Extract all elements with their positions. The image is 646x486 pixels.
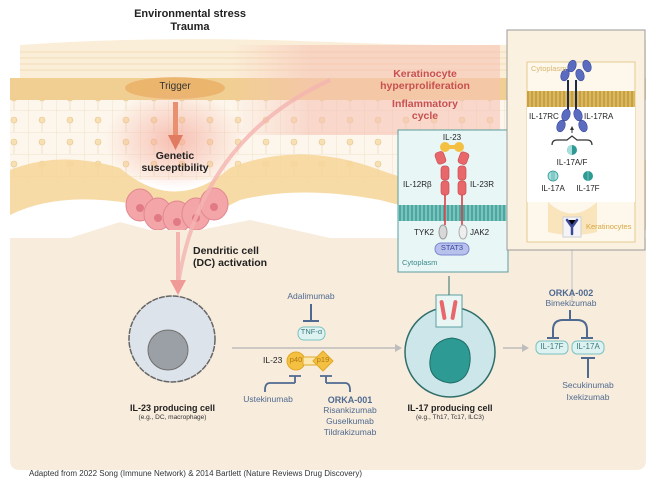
tyk2-label: TYK2 (414, 228, 435, 237)
kerat-line1: Keratinocyte (393, 68, 457, 80)
keratinocytes-label: Keratinocytes (586, 222, 632, 231)
dc-line1: Dendritic cell (193, 245, 259, 257)
il23-label: IL-23 (263, 355, 283, 365)
guselkumab-label: Guselkumab (326, 416, 374, 426)
inflam-line1: Inflammatory (392, 98, 458, 110)
il17ra-label: IL-17RA (584, 112, 614, 121)
kerat-line2: hyperproliferation (380, 80, 470, 93)
keratinocyte-hyperproliferation-label: Keratinocyte hyperproliferation (370, 68, 480, 92)
genetic-line1: Genetic (155, 150, 195, 162)
il17-panel-cytoplasm-label: Cytoplasm (531, 64, 567, 73)
genetic-line2: susceptibility (141, 162, 209, 175)
il17-cell-title: IL-17 producing cell (407, 403, 493, 413)
p40-label: p40 (289, 355, 303, 364)
trigger-arrow (168, 102, 183, 150)
dc-line2: (DC) activation (193, 257, 268, 270)
il23-receptor-panel (397, 129, 509, 273)
il17a-panel-label: IL-17A (541, 184, 565, 193)
il23-ligand-label: IL-23 (442, 133, 462, 142)
il23-producing-cell (128, 295, 216, 383)
tildrakizumab-label: Tildrakizumab (323, 427, 377, 437)
risankizumab-label: Risankizumab (323, 405, 377, 415)
p19-label: p19 (316, 355, 330, 364)
secukinumab-label: Secukinumab (562, 380, 614, 390)
dermis-panel (10, 220, 646, 470)
inflam-line2: cycle (411, 110, 439, 123)
jak2-label: JAK2 (470, 228, 490, 237)
tnf-alpha-badge: TNF-α (300, 327, 323, 336)
ixekizumab-label: Ixekizumab (566, 392, 610, 402)
il23-cytokine (286, 350, 334, 372)
trauma-label: Trauma (170, 21, 210, 33)
inflammatory-cycle-label: Inflammatory cycle (380, 98, 470, 122)
il12rb-label: IL-12Rβ (403, 180, 432, 189)
inflammatory-cycle-path (176, 78, 331, 286)
il17f-panel-label: IL-17F (576, 184, 600, 193)
citation-footer: Adapted from 2022 Song (Immune Network) … (29, 469, 363, 478)
dc-activation-label: Dendritic cell (DC) activation (193, 245, 267, 269)
dc-activation-arrow (170, 232, 186, 295)
stat3-badge: STAT3 (440, 243, 464, 252)
environmental-stress-label: Environmental stress (134, 8, 246, 20)
trigger-label: Trigger (159, 81, 191, 92)
il17f-badge: IL-17F (540, 342, 564, 351)
orka002-label: ORKA-002 (548, 288, 594, 298)
orka001-label: ORKA-001 (327, 395, 373, 405)
il17-cell-subtitle: (e.g., Th17, Tc17, ILC3) (415, 414, 485, 421)
bimekizumab-label: Bimekizumab (545, 298, 597, 308)
il23r-label: IL-23R (470, 180, 495, 189)
il23-panel-cytoplasm-label: Cytoplasm (402, 258, 438, 267)
ustekinumab-label: Ustekinumab (243, 394, 293, 404)
il23-cell-subtitle: (e.g., DC, macrophage) (138, 414, 207, 421)
il17rc-label: IL-17RC (529, 112, 559, 121)
il23-cell-title: IL-23 producing cell (129, 403, 215, 413)
adalimumab-label: Adalimumab (287, 291, 335, 301)
il17af-label: IL-17A/F (556, 158, 588, 167)
genetic-susceptibility-label: Genetic susceptibility (130, 150, 220, 174)
il17-producing-cell (404, 306, 496, 398)
il17-receptor-panel (506, 29, 646, 251)
il17a-badge: IL-17A (576, 342, 600, 351)
